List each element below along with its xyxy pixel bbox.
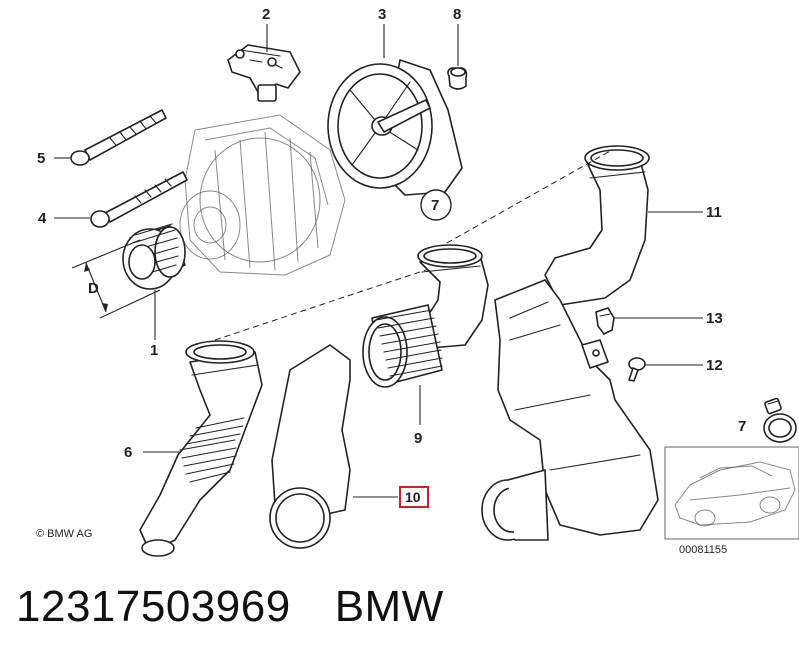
callout-8: 8 — [453, 6, 461, 23]
bellows-9 — [362, 304, 443, 388]
callout-6: 6 — [124, 444, 132, 461]
pulley-1 — [122, 223, 186, 290]
copyright-text: © BMW AG — [36, 528, 92, 540]
callout-1: 1 — [150, 342, 158, 359]
boot-7 — [417, 244, 489, 349]
thumbnail-code: 00081155 — [679, 544, 727, 556]
intake-duct-11 — [481, 145, 659, 541]
callout-13: 13 — [706, 310, 723, 327]
fan-housing-3 — [327, 59, 463, 196]
leader-lines — [54, 24, 703, 498]
centerline-upper — [437, 149, 613, 249]
callout-2: 2 — [262, 6, 270, 23]
bolt-4 — [90, 171, 188, 228]
grommet-8 — [447, 67, 468, 90]
part-number: 12317503969 — [16, 582, 291, 631]
clip-13 — [595, 307, 615, 335]
callout-10: 10 — [405, 489, 421, 505]
callout-9: 9 — [414, 430, 422, 447]
regulator-2 — [227, 44, 301, 102]
callout-11: 11 — [706, 204, 722, 221]
callout-d: D — [88, 280, 99, 297]
callout-4: 4 — [38, 210, 47, 227]
callout-3: 3 — [378, 6, 386, 23]
vehicle-thumbnail: 00081155 — [664, 446, 799, 556]
callout-7-circle — [420, 189, 452, 221]
hose-6 — [139, 340, 263, 557]
part-caption: 12317503969 BMW — [16, 582, 488, 632]
bolt-5 — [70, 109, 167, 166]
callout-12: 12 — [706, 357, 723, 374]
hose-clamp-7 — [763, 397, 797, 443]
callout-7a: 7 — [431, 197, 439, 214]
brand-name: BMW — [334, 582, 444, 631]
highlight-box-10 — [399, 486, 429, 508]
centerline-lower — [214, 261, 451, 341]
callout-5: 5 — [37, 150, 45, 167]
callout-7b: 7 — [738, 418, 746, 435]
screw-12 — [628, 357, 646, 382]
dimension-d — [71, 239, 161, 319]
alternator-ghost — [179, 114, 346, 276]
hose-10 — [269, 344, 351, 549]
